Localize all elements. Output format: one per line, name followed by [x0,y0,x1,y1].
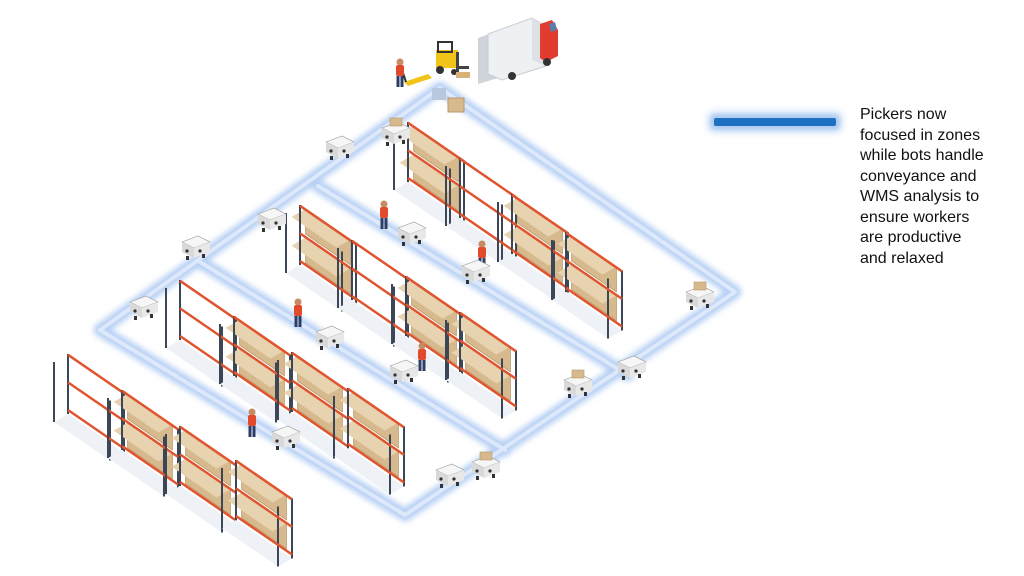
warehouse-bots [129,117,715,488]
workers [248,58,486,437]
bot [617,355,647,380]
pallet-rack [445,311,517,419]
pallet-rack [53,353,125,461]
worker [396,58,404,87]
bot [397,221,427,246]
pallet-boxes-entry [432,88,465,113]
legend: Pickers now focused in zones while bots … [706,106,1016,290]
pallet-rack [165,279,237,387]
bot [435,463,465,488]
pallet-rack [285,204,357,312]
pallet-rack [107,389,179,497]
bot [389,359,419,384]
bot [181,235,211,260]
pallet-jack [401,69,432,86]
legend-text: Pickers now focused in zones while bots … [860,106,984,267]
worker [294,298,302,327]
bot [381,117,411,146]
pallet-rack [221,459,293,567]
bot [271,425,301,450]
bot [685,281,715,310]
pallet-rack [551,231,623,339]
delivery-truck [478,17,558,84]
pallet-rack [165,425,237,533]
bot [257,207,287,232]
pallet-rack [337,239,409,347]
route-legend-swatch [714,118,836,126]
worker [380,200,388,229]
pallet-rack [219,315,291,423]
pallet-rack [333,387,405,495]
bot [471,451,501,480]
bot [325,135,355,160]
forklift [436,41,470,78]
pallet-racks [53,121,623,567]
bot [129,295,159,320]
worker [418,342,426,371]
worker [248,408,256,437]
bot [315,325,345,350]
bot [461,259,491,284]
bot [563,369,593,398]
